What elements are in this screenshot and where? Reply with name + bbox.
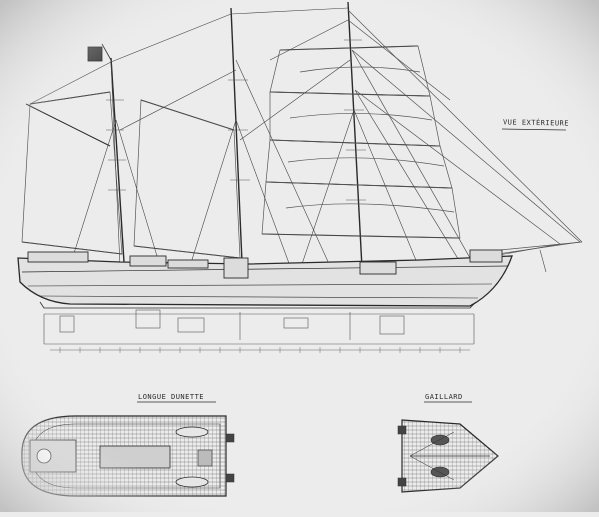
view-title: VUE EXTÉRIEURE [502,118,570,128]
deck-plan-title: LONGUE DUNETTE [138,393,205,401]
bow-plan-title: GAILLARD [425,393,463,401]
